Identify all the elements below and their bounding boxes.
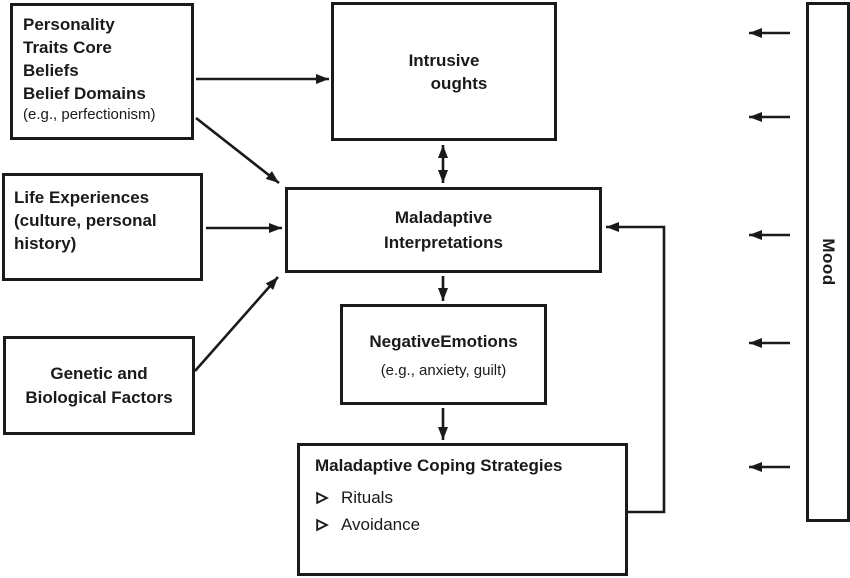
negative-emotions-title: NegativeEmotions xyxy=(369,332,518,351)
mood-box: Mood xyxy=(806,2,850,522)
coping-item-label: Rituals xyxy=(341,488,393,507)
intrusive-line-1: Intrusive xyxy=(408,50,480,70)
arrow-genetic-to-interpretations xyxy=(194,276,279,372)
mood-label: Mood xyxy=(819,238,838,286)
genetic-line-2: Biological Factors xyxy=(25,387,173,407)
interpretations-line-2: Interpretations xyxy=(383,233,504,252)
intrusive-line-2: oughts xyxy=(430,73,488,93)
personality-line-2: Traits Core xyxy=(23,38,112,57)
arrow-coping-feedback-to-interpretations xyxy=(606,222,666,514)
personality-line-1: Personality xyxy=(23,15,115,34)
coping-title: Maladaptive Coping Strategies xyxy=(315,456,563,475)
personality-line-4: Belief Domains xyxy=(23,84,146,103)
life-line-3: history) xyxy=(14,234,77,253)
genetic-line-1: Genetic and xyxy=(50,363,148,383)
personality-example-note: (e.g., perfectionism) xyxy=(23,106,156,123)
list-item: Avoidance xyxy=(315,515,621,535)
coping-list: Rituals Avoidance xyxy=(315,488,621,535)
maladaptive-coping-box: Maladaptive Coping Strategies Rituals Av… xyxy=(297,443,628,576)
personality-line-3: Beliefs xyxy=(23,61,79,80)
arrowhead-bullet-icon xyxy=(316,491,329,505)
intrusive-thoughts-box: Intrusive oughts xyxy=(331,2,557,141)
life-line-1: Life Experiences xyxy=(14,188,150,207)
genetic-biological-box: Genetic and Biological Factors xyxy=(3,336,195,435)
personality-traits-box: Personality Traits Core Beliefs Belief D… xyxy=(10,3,194,140)
negative-emotions-example-note: (e.g., anxiety, guilt) xyxy=(380,362,507,379)
maladaptive-interpretations-box: Maladaptive Interpretations xyxy=(285,187,602,273)
life-line-2: (culture, personal xyxy=(14,211,157,230)
coping-item-label: Avoidance xyxy=(341,515,421,534)
life-experiences-box: Life Experiences (culture, personal hist… xyxy=(2,173,203,281)
interpretations-line-1: Maladaptive xyxy=(394,208,493,227)
negative-emotions-box: NegativeEmotions (e.g., anxiety, guilt) xyxy=(340,304,547,405)
arrow-personality-to-interpretations xyxy=(195,116,280,185)
arrowhead-bullet-icon xyxy=(316,518,329,532)
list-item: Rituals xyxy=(315,488,621,508)
